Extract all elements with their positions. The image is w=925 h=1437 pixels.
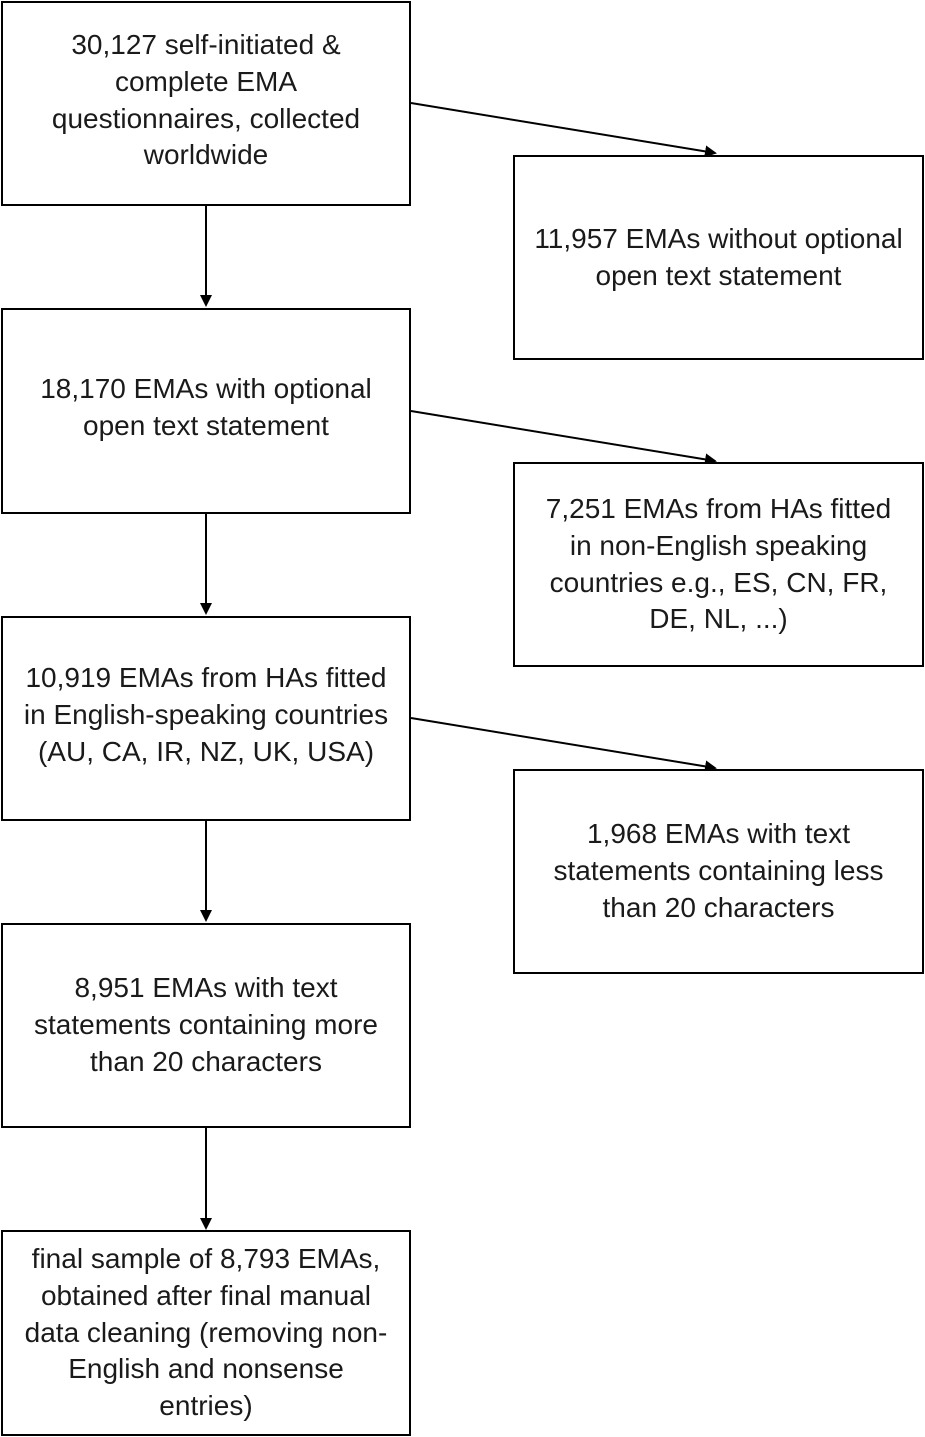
step-box-4: 8,951 EMAs with text statements containi… — [1, 923, 411, 1128]
step-box-5: final sample of 8,793 EMAs, obtained aft… — [1, 1230, 411, 1436]
exclusion-box-3: 1,968 EMAs with text statements containi… — [513, 769, 924, 974]
step-2-text: 18,170 EMAs with optional open text stat… — [40, 373, 372, 441]
step-box-2: 18,170 EMAs with optional open text stat… — [1, 308, 411, 514]
step-4-text: 8,951 EMAs with text statements containi… — [34, 972, 378, 1077]
arrow-step3-to-excl3 — [410, 717, 717, 773]
exclusion-3-text: 1,968 EMAs with text statements containi… — [553, 818, 884, 923]
arrow-step1-to-excl1 — [410, 102, 717, 158]
step-5-text: final sample of 8,793 EMAs, obtained aft… — [24, 1242, 388, 1422]
exclusion-box-1: 11,957 EMAs without optional open text s… — [513, 155, 924, 360]
exclusion-2-text: 7,251 EMAs from HAs fitted in non-Englis… — [545, 492, 892, 635]
step-1-text: 30,127 self-initiated & complete EMA que… — [51, 28, 361, 171]
step-box-1: 30,127 self-initiated & complete EMA que… — [1, 1, 411, 206]
exclusion-1-text: 11,957 EMAs without optional open text s… — [534, 222, 903, 291]
exclusion-box-2: 7,251 EMAs from HAs fitted in non-Englis… — [513, 462, 924, 667]
step-3-text: 10,919 EMAs from HAs fitted in English-s… — [23, 662, 389, 767]
step-box-3: 10,919 EMAs from HAs fitted in English-s… — [1, 616, 411, 821]
arrow-step2-to-excl2 — [410, 410, 717, 466]
